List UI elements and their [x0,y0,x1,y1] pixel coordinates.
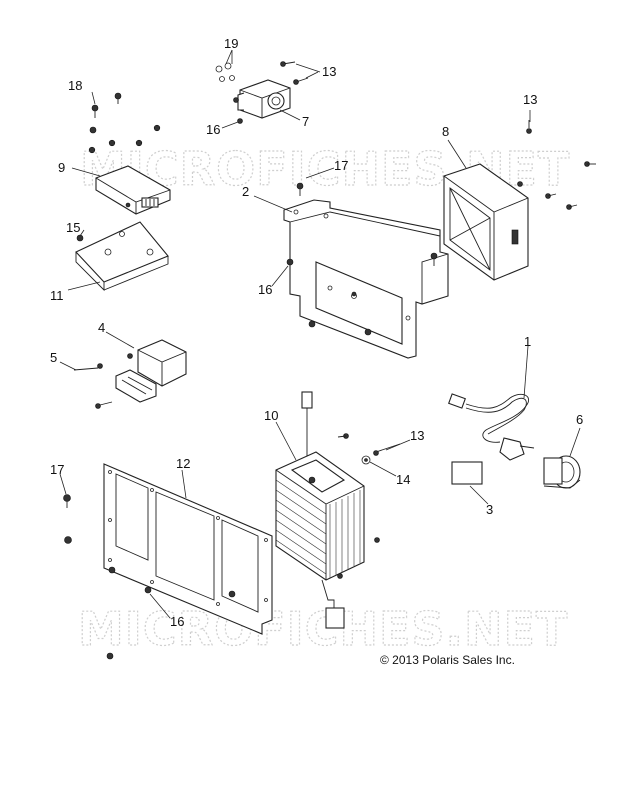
callout-7: 7 [302,114,309,129]
part-6-socket [543,455,581,489]
callout-1: 1 [524,334,531,349]
callout-5: 5 [50,350,57,365]
callout-13-right: 13 [523,92,537,107]
callout-13-mid: 13 [410,428,424,443]
callout-16-bottom: 16 [170,614,184,629]
charger-plug [325,607,345,629]
fasteners-lower-left [63,494,152,660]
callout-9: 9 [58,160,65,175]
callout-4: 4 [98,320,105,335]
copyright-text: © 2013 Polaris Sales Inc. [380,653,515,667]
part-solenoid [215,62,291,124]
nut-16-bottom [144,586,152,594]
nut-19d [229,75,235,81]
part-10-charger [275,391,380,629]
callout-19: 19 [224,36,238,51]
nut-19c [219,76,225,82]
screws-13-top [280,61,309,85]
callout-13-top: 13 [322,64,336,79]
callout-6: 6 [576,412,583,427]
callout-17-top: 17 [334,158,348,173]
nut-16-mid [286,258,294,266]
part-4-relay [73,339,187,409]
part-1-cable [448,393,535,461]
callout-18: 18 [68,78,82,93]
callout-2: 2 [242,184,249,199]
nut-19b [224,62,232,70]
part-11-bracket [75,221,169,292]
callout-15: 15 [66,220,80,235]
screw-15 [76,234,84,242]
part-2-bracket [283,182,449,359]
callout-3: 3 [486,502,493,517]
callout-8: 8 [442,124,449,139]
fasteners-13-14 [361,443,401,465]
part-9-module [95,165,171,215]
part-12-plate [103,463,273,635]
callout-16-mid: 16 [258,282,272,297]
callouts: 19 13 7 16 18 9 17 13 8 2 15 11 16 4 5 1… [50,36,583,629]
nut-16-top [237,118,243,124]
callout-16-top: 16 [206,122,220,137]
leader-lines [59,49,581,619]
callout-17-bottom: 17 [50,462,64,477]
screws-18 [88,92,161,154]
callout-14: 14 [396,472,410,487]
part-8-ecu [443,120,596,281]
callout-10: 10 [264,408,278,423]
callout-11: 11 [50,288,64,303]
nut-19a [215,65,223,73]
part-3-label [451,461,483,485]
callout-12: 12 [176,456,190,471]
watermark-bottom: MICROFICHES.NET [78,602,568,656]
